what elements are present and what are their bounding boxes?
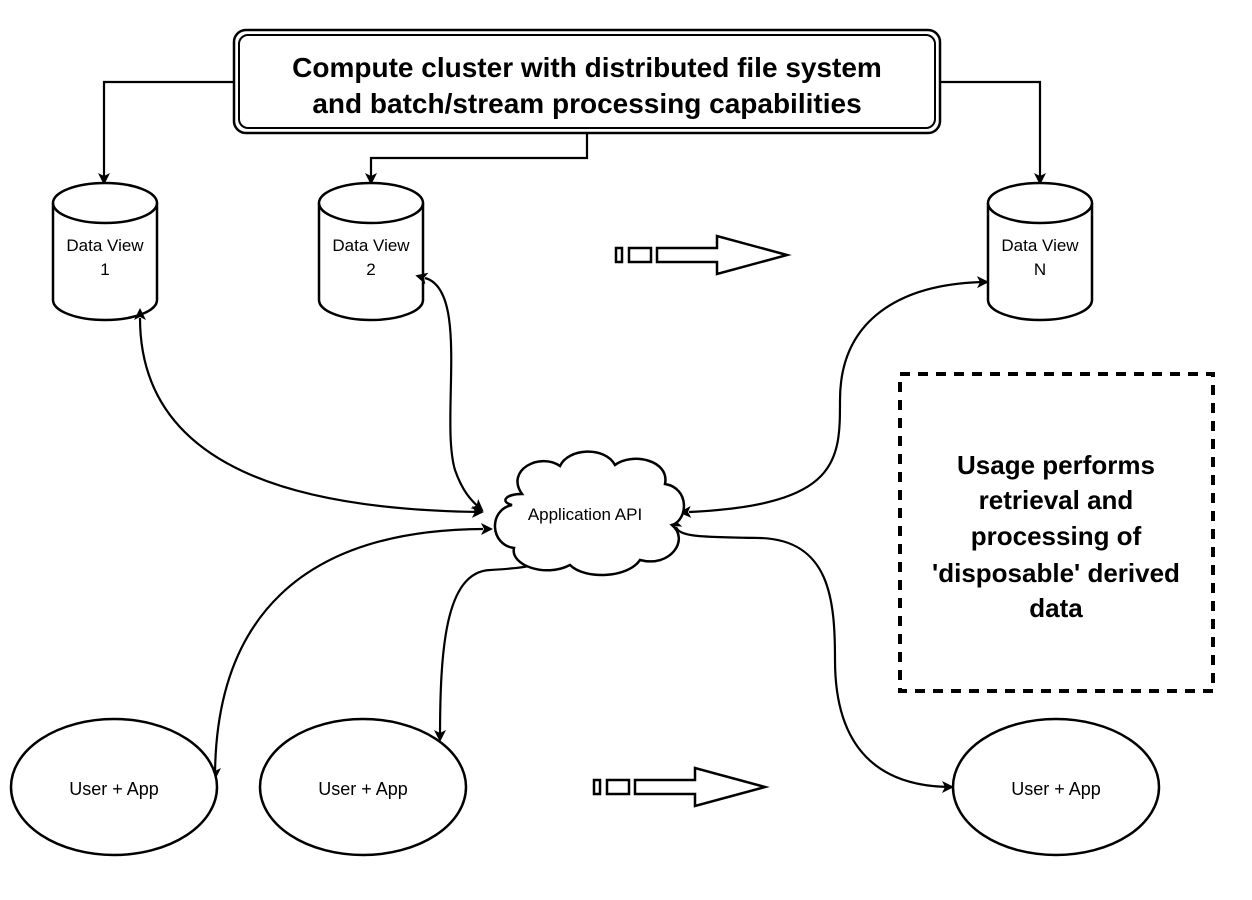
edge-cluster-dv1 [98, 80, 236, 185]
data-view-n[interactable]: Data View N [986, 181, 1094, 322]
usage-note-line-5: data [1029, 593, 1083, 623]
cluster-connectors [98, 80, 1046, 185]
usage-note-box[interactable]: Usage performs retrieval and processing … [898, 372, 1215, 693]
cluster-title-line-2: and batch/stream processing capabilities [312, 88, 861, 119]
user-app-n[interactable]: User + App [951, 717, 1161, 857]
usage-note-line-4: 'disposable' derived [932, 558, 1180, 588]
usage-note-line-2: retrieval and [979, 485, 1134, 515]
data-view-n-label-line-2: N [1034, 260, 1046, 279]
edge-api-user1 [209, 523, 493, 780]
data-view-2-label-line-1: Data View [332, 236, 410, 255]
edge-api-userN [671, 517, 954, 793]
data-view-1-label-line-2: 1 [100, 260, 109, 279]
data-view-2-label-line-2: 2 [366, 260, 375, 279]
usage-note-line-1: Usage performs [957, 450, 1155, 480]
edge-api-dv2 [415, 272, 484, 512]
usage-note-line-3: processing of [971, 521, 1142, 551]
continuation-arrow-top-icon [614, 234, 792, 276]
continuation-arrow-bottom-icon [592, 766, 770, 808]
user-app-n-label: User + App [1011, 779, 1101, 799]
data-view-1[interactable]: Data View 1 [51, 181, 159, 322]
api-connectors [134, 272, 989, 793]
edge-cluster-dv2 [365, 133, 589, 185]
edge-api-user2 [434, 544, 553, 742]
cluster-title-line-1: Compute cluster with distributed file sy… [292, 52, 882, 83]
user-app-1[interactable]: User + App [9, 717, 219, 857]
application-api-cloud[interactable]: Application API [493, 450, 686, 577]
user-app-1-label: User + App [69, 779, 159, 799]
data-view-1-label-line-1: Data View [66, 236, 144, 255]
user-app-2[interactable]: User + App [258, 717, 468, 857]
edge-api-dvN [679, 276, 989, 518]
data-view-n-label-line-1: Data View [1001, 236, 1079, 255]
edge-api-dv1 [134, 308, 484, 518]
cluster-box[interactable]: Compute cluster with distributed file sy… [232, 28, 942, 135]
data-view-2[interactable]: Data View 2 [317, 181, 425, 322]
edge-cluster-dvN [938, 80, 1046, 185]
application-api-label: Application API [528, 505, 642, 524]
user-app-2-label: User + App [318, 779, 408, 799]
